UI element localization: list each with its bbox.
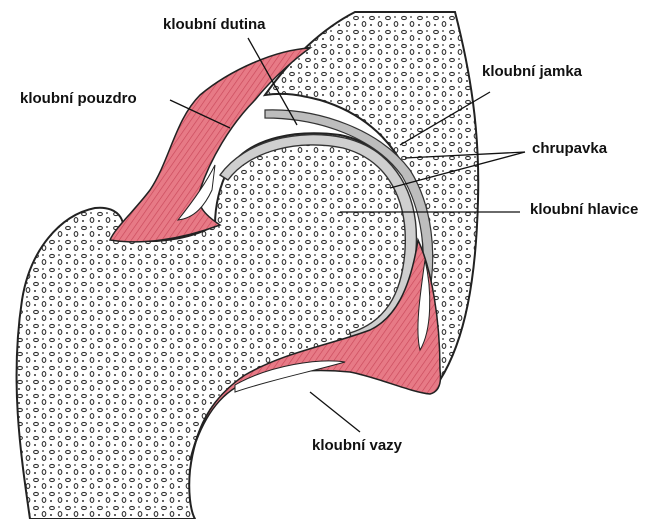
label-joint-head: kloubní hlavice bbox=[530, 201, 638, 218]
label-joint-socket: kloubní jamka bbox=[482, 63, 582, 80]
leader-ligaments bbox=[310, 392, 360, 432]
label-ligaments: kloubní vazy bbox=[312, 437, 402, 454]
label-joint-capsule: kloubní pouzdro bbox=[20, 90, 137, 107]
femur-bone bbox=[17, 133, 413, 519]
label-cartilage: chrupavka bbox=[532, 140, 607, 157]
label-joint-cavity: kloubní dutina bbox=[163, 16, 266, 33]
